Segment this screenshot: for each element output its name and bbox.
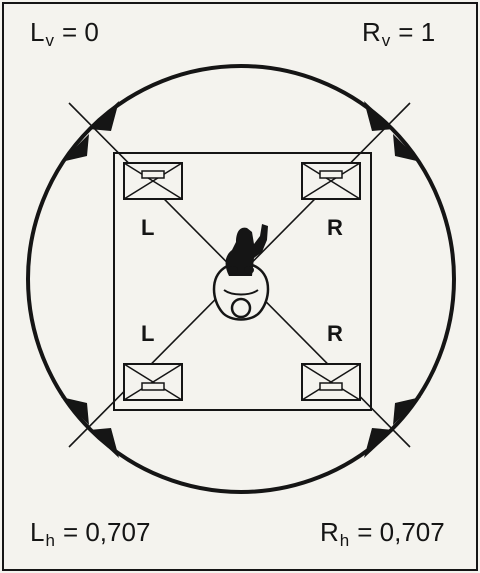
speaker-label-rear-left: L	[141, 321, 155, 346]
label-top-right: Rv = 1	[362, 19, 435, 49]
speaker-rear-right	[301, 363, 361, 401]
arrowhead-icon	[364, 101, 394, 131]
listener-head	[230, 297, 252, 319]
label-value: = 0,707	[62, 517, 151, 547]
speaker-label-rear-right: R	[327, 321, 343, 346]
label-sub: h	[45, 531, 55, 550]
label-main: L	[30, 517, 45, 547]
label-main: L	[30, 17, 45, 47]
label-value: = 0	[61, 17, 99, 47]
arrowhead-icon	[89, 428, 119, 458]
speaker-front-right	[301, 162, 361, 200]
arrowheads	[61, 101, 421, 458]
room-square	[113, 152, 372, 411]
arrowhead-icon	[61, 134, 89, 162]
label-main: R	[320, 517, 339, 547]
speaker-icon	[301, 162, 361, 200]
label-bottom-left: Lh = 0,707	[30, 519, 150, 549]
speaker-front-left	[123, 162, 183, 200]
label-bottom-right: Rh = 0,707	[320, 519, 445, 549]
speaker-label-front-left: L	[141, 215, 155, 240]
arrowhead-icon	[393, 397, 421, 425]
speaker-label-front-right: R	[327, 215, 343, 240]
listener-icon	[212, 224, 270, 321]
arrowhead-icon	[364, 428, 394, 458]
speaker-icon	[123, 162, 183, 200]
speaker-rear-left	[123, 363, 183, 401]
label-main: R	[362, 17, 381, 47]
label-value: = 0,707	[357, 517, 445, 547]
circle-path	[26, 64, 456, 494]
listener-legs	[225, 224, 268, 276]
arrowhead-icon	[89, 101, 119, 131]
label-sub: h	[339, 531, 350, 550]
arrowhead-icon	[61, 397, 89, 425]
label-value: = 1	[398, 17, 436, 47]
label-sub: v	[381, 31, 391, 50]
label-sub: v	[45, 31, 54, 50]
arrowhead-icon	[393, 134, 421, 162]
label-top-left: Lv = 0	[30, 19, 99, 49]
speaker-icon	[123, 363, 183, 401]
speaker-icon	[301, 363, 361, 401]
